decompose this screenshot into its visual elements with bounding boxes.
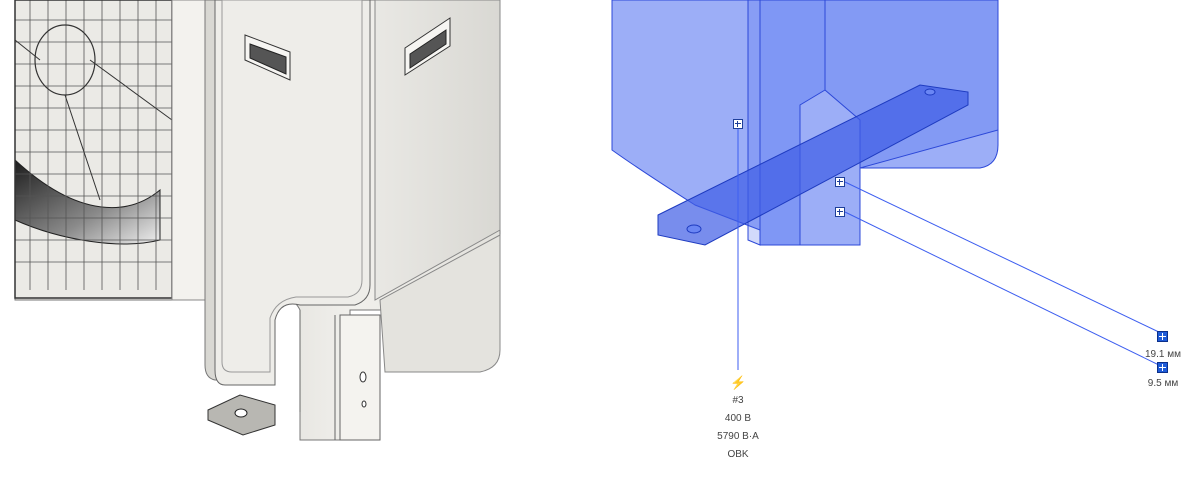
electrical-connector-icon[interactable]: ⚡ (730, 375, 747, 390)
unit-shaded-model (14, 0, 501, 441)
dimension-label-1[interactable]: 19.1 мм (1145, 349, 1181, 360)
dimension-label-2[interactable]: 9.5 мм (1147, 378, 1179, 389)
dimension-end-grip-1[interactable] (1157, 331, 1168, 342)
dimension-origin-grip-1[interactable] (835, 177, 845, 187)
connector-power: 5790 В·A (717, 431, 759, 442)
shaded-3d-view[interactable] (0, 0, 600, 492)
connector-circuit: #3 (732, 395, 744, 406)
connector-system: OBK (727, 449, 749, 460)
connector-grip[interactable] (733, 119, 743, 129)
dimension-origin-grip-2[interactable] (835, 207, 845, 217)
selected-element-view[interactable] (600, 0, 1200, 492)
dimension-end-grip-2[interactable] (1157, 362, 1168, 373)
unit-transparent-model (611, 0, 1164, 370)
mounting-foot-highlight (657, 84, 969, 246)
connector-voltage: 400 В (724, 413, 752, 424)
